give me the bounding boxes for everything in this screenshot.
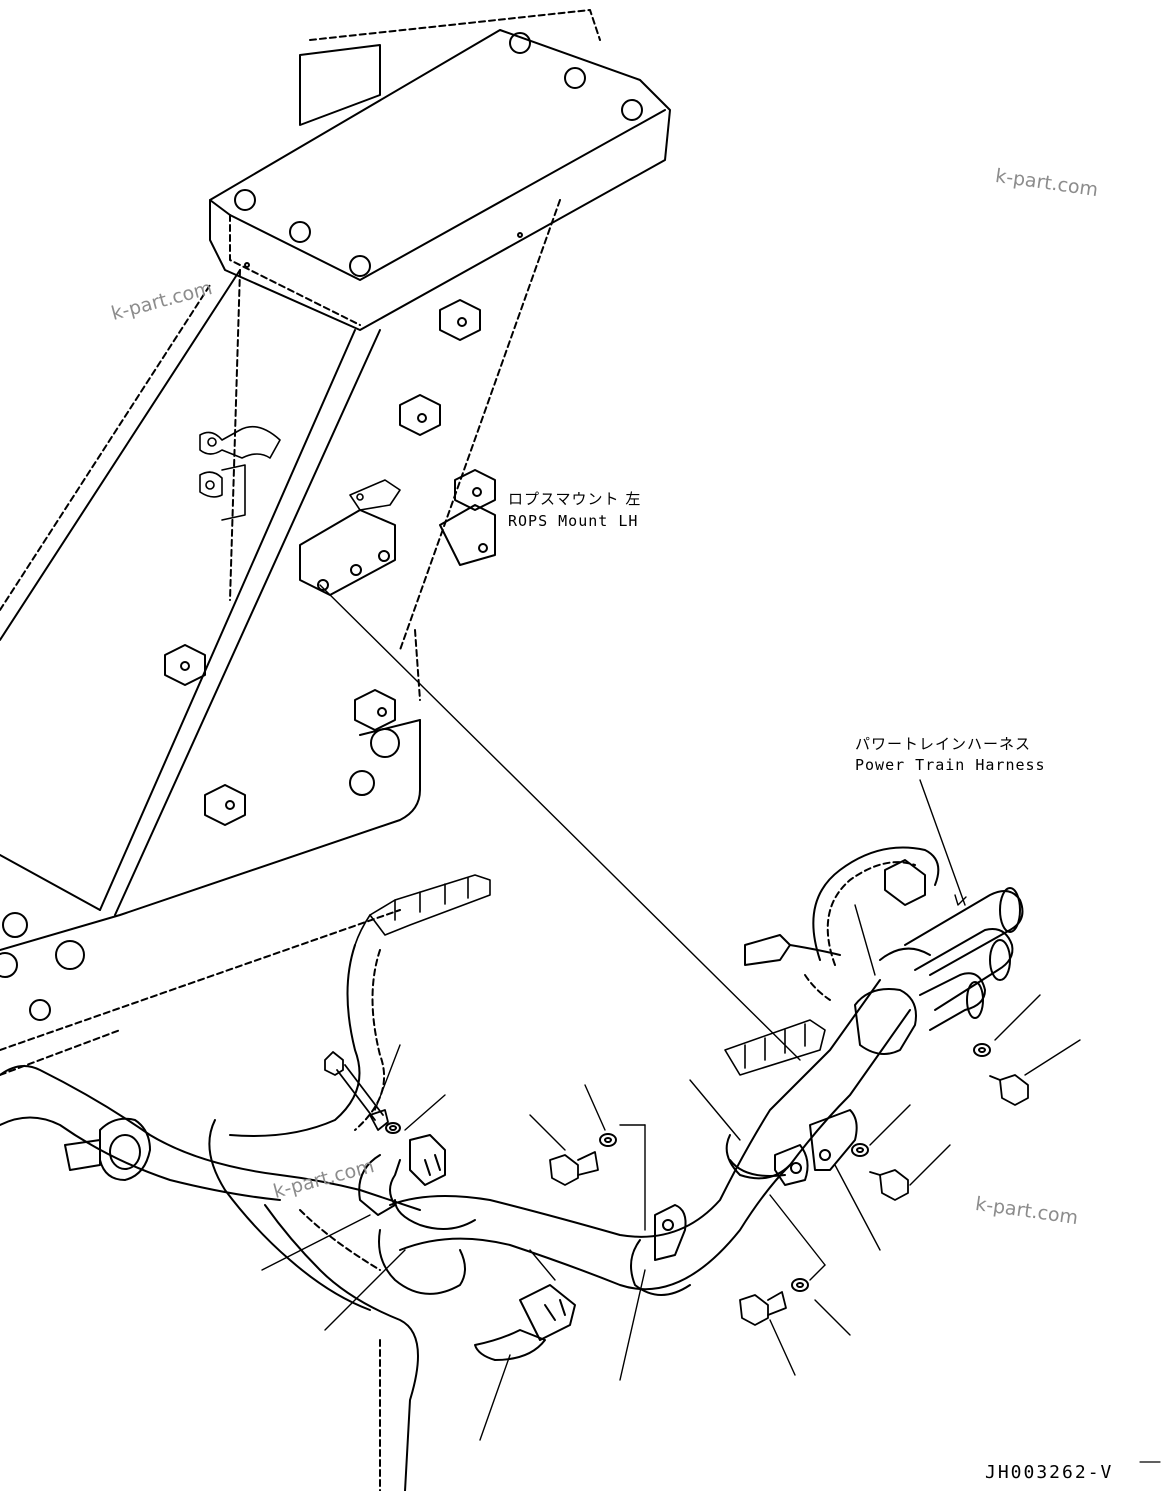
- leader-lines: [261, 584, 1081, 1441]
- harness-label-jp: パワートレインハーネス: [855, 735, 1032, 753]
- figure-code: JH003262-V: [985, 1462, 1114, 1483]
- clamp-bottom: [474, 1284, 576, 1361]
- harness-loop-upper-right: [744, 846, 940, 1001]
- bolt-3: [869, 1169, 909, 1201]
- harness-tube: [378, 887, 1024, 1296]
- rops-mount-label-jp: ロプスマウント 左: [508, 490, 642, 508]
- washer-5: [973, 1043, 991, 1057]
- clamp-left: [358, 1134, 446, 1216]
- main-frame: [0, 199, 561, 1076]
- washer-2: [599, 1133, 617, 1147]
- frame-brackets: [199, 425, 401, 521]
- rops-mount-plate: [209, 9, 671, 331]
- clamp-center: [654, 1204, 687, 1261]
- washer-3: [791, 1278, 809, 1292]
- clamp-right-upper: [774, 1109, 858, 1186]
- harness-left: [0, 944, 421, 1491]
- harness-label-en: Power Train Harness: [855, 756, 1046, 774]
- rops-mount-label-en: ROPS Mount LH: [508, 512, 639, 530]
- washer-4: [851, 1143, 869, 1157]
- connector-set-lower: [724, 1019, 826, 1076]
- bolt-1: [549, 1151, 599, 1186]
- connector-set-upper: [354, 874, 491, 946]
- clip-blocks: [164, 299, 496, 826]
- washer-1: [385, 1122, 401, 1134]
- bolt-4: [989, 1074, 1029, 1106]
- bolt-2: [739, 1291, 787, 1326]
